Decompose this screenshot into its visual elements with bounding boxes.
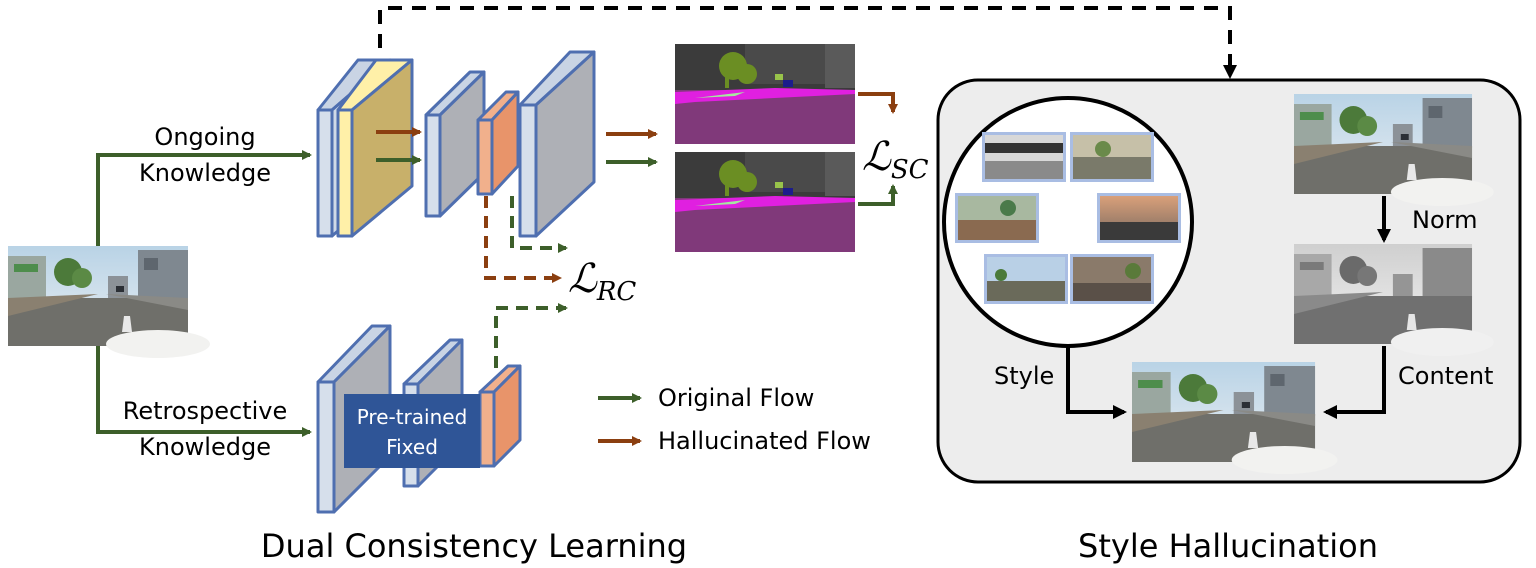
seg-map-hallucinated <box>675 44 855 144</box>
hallucinated-output-image <box>1132 362 1338 474</box>
legend: Original Flow Hallucinated Flow <box>598 384 871 455</box>
style-arrow <box>1066 346 1127 419</box>
ongoing-branch-arrow <box>96 150 312 246</box>
seg-map-original <box>675 152 855 252</box>
dashed-connector <box>378 6 1237 79</box>
title-style-hallucination: Style Hallucination <box>1078 527 1378 565</box>
style-thumb-5 <box>984 254 1068 304</box>
style-thumbnails <box>955 132 1181 304</box>
content-image <box>1294 94 1494 206</box>
loss-sc: ℒSC <box>862 134 929 185</box>
style-label: Style <box>994 362 1054 390</box>
retro-rc-arrow <box>494 303 568 368</box>
title-dual-consistency: Dual Consistency Learning <box>261 527 687 565</box>
halluc-rc-arrow <box>484 196 562 283</box>
style-thumb-6 <box>1070 254 1154 304</box>
pretrained-label-line1: Pre-trained <box>357 405 468 429</box>
normalized-image <box>1294 244 1494 356</box>
legend-hallucinated-label: Hallucinated Flow <box>658 427 871 455</box>
retro-label-line2: Knowledge <box>139 433 271 461</box>
orig-to-lsc-arrow <box>858 184 898 206</box>
orig-rc-arrow <box>510 196 568 253</box>
content-label: Content <box>1398 362 1493 390</box>
ongoing-label-line2: Knowledge <box>139 159 271 187</box>
style-thumb-3 <box>955 193 1039 243</box>
style-thumb-4 <box>1097 193 1181 243</box>
pretrained-box <box>344 394 480 468</box>
retro-label-line1: Retrospective <box>123 397 288 425</box>
content-arrow <box>1323 346 1386 419</box>
input-image <box>8 246 210 358</box>
style-thumb-1 <box>982 132 1066 182</box>
legend-original-label: Original Flow <box>658 384 814 412</box>
retro-branch-arrow <box>96 346 312 437</box>
pretrained-label-line2: Fixed <box>386 435 438 459</box>
style-thumb-2 <box>1070 132 1154 182</box>
halluc-to-lsc-arrow <box>858 92 898 114</box>
norm-label: Norm <box>1412 206 1477 234</box>
ongoing-network <box>316 50 596 238</box>
loss-rc: ℒRC <box>568 256 636 307</box>
ongoing-label-line1: Ongoing <box>154 123 255 151</box>
